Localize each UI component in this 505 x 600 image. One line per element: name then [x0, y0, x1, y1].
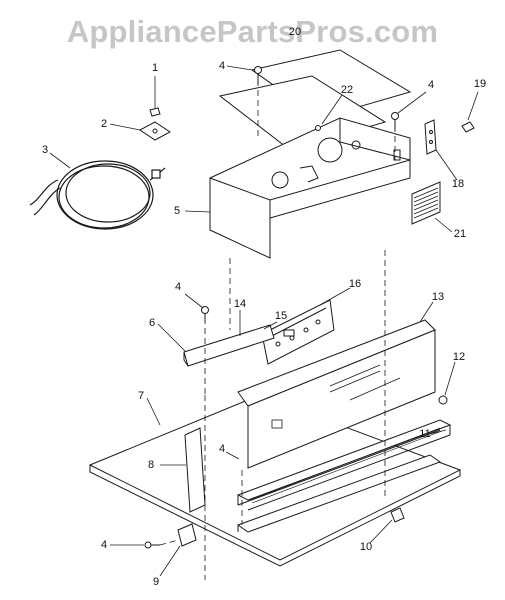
plug-part-12 — [438, 395, 448, 405]
callout-part-14: 14 — [233, 298, 247, 310]
watermark-logo-text: AppliancePartsPros.com — [66, 14, 439, 49]
screw-part-22 — [315, 125, 321, 131]
callout-part-15: 15 — [274, 310, 288, 322]
nut-part-1 — [149, 107, 161, 117]
callout-part-5: 5 — [173, 205, 181, 217]
bracket-part-18 — [424, 119, 437, 155]
screw-part-4-bottom — [144, 541, 160, 549]
screw-part-4-right — [391, 112, 399, 130]
callout-part-8: 8 — [147, 459, 155, 471]
callout-part-19: 19 — [473, 78, 487, 90]
callout-part-22: 22 — [340, 84, 354, 96]
callout-part-10: 10 — [359, 541, 373, 553]
callout-part-4-top: 4 — [218, 60, 226, 72]
control-bracket-part-16 — [261, 299, 335, 365]
callout-part-4-lower: 4 — [218, 443, 226, 455]
base-pan-part-7 — [88, 394, 462, 567]
callout-part-11: 11 — [419, 428, 431, 440]
bracket-part-9 — [177, 523, 197, 547]
front-panel-part-13 — [237, 319, 436, 469]
power-cord-part-3 — [29, 160, 166, 230]
callout-part-13: 13 — [431, 291, 445, 303]
lower-tray — [236, 454, 442, 533]
callout-part-4-right: 4 — [427, 79, 435, 91]
callout-part-9: 9 — [152, 576, 160, 588]
callout-part-18: 18 — [451, 178, 465, 190]
callout-part-21: 21 — [453, 228, 467, 240]
callout-part-1: 1 — [151, 62, 159, 74]
callout-part-12: 12 — [452, 351, 466, 363]
channel-part-11 — [236, 419, 452, 511]
callout-part-4-mid: 4 — [174, 281, 182, 293]
cover-plate-part-2 — [139, 121, 171, 141]
alignment-lines — [159, 80, 396, 580]
callout-part-4-bottom: 4 — [100, 539, 108, 551]
rail-part-6 — [183, 324, 275, 367]
callout-part-7: 7 — [137, 390, 145, 402]
leader-lines — [49, 65, 479, 577]
callout-part-6: 6 — [148, 317, 156, 329]
clip-part-10 — [390, 507, 405, 523]
callout-part-2: 2 — [100, 118, 108, 130]
clip-part-19 — [461, 121, 475, 133]
grille-part-21 — [411, 181, 441, 225]
callout-part-3: 3 — [41, 144, 49, 156]
callout-part-16: 16 — [348, 278, 362, 290]
callout-part-20: 20 — [288, 26, 302, 38]
cabinet-shell-part-5 — [209, 117, 411, 259]
